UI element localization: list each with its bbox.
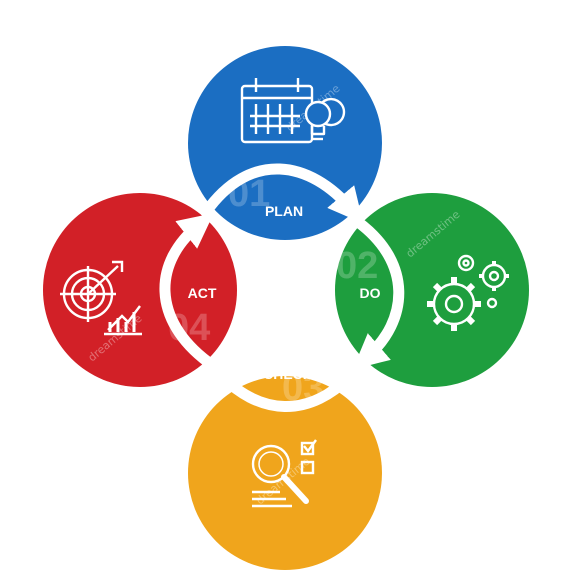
do-label: DO: [360, 285, 381, 301]
arrow-do-to-check: [352, 216, 405, 370]
circle-check: [188, 376, 382, 570]
gears-icon: [427, 254, 509, 331]
do-number: 02: [336, 245, 378, 287]
check-label: CHECK: [263, 366, 313, 382]
target-chart-icon: [60, 260, 142, 336]
arrow-plan-to-do: [200, 163, 364, 224]
magnifier-checklist-icon: [251, 439, 317, 508]
arrow-act-to-plan: [159, 213, 214, 368]
act-label: ACT: [188, 285, 217, 301]
calendar-lightbulb-icon: [240, 78, 346, 144]
arrow-check-to-act: [206, 358, 360, 412]
plan-label: PLAN: [265, 203, 303, 219]
